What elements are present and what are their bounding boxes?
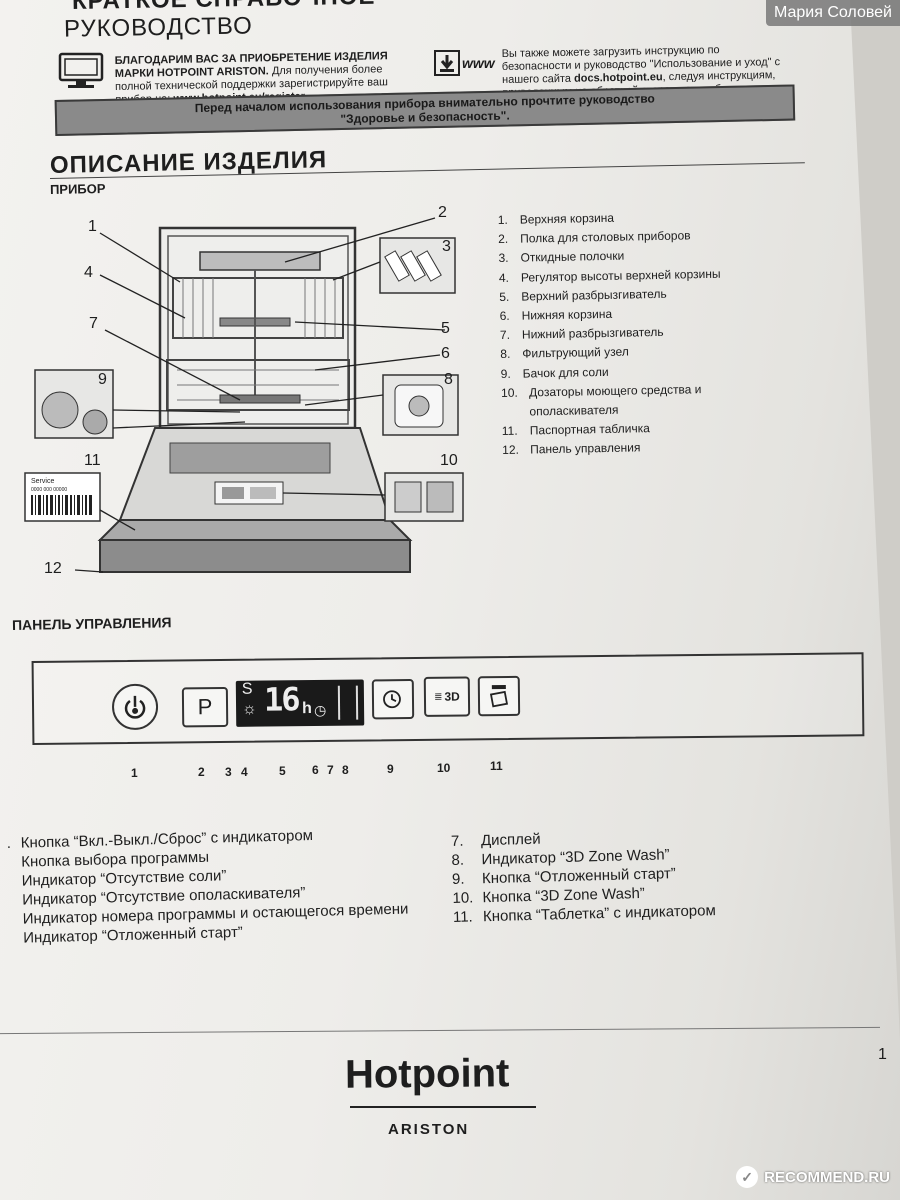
callout-2: 2 xyxy=(438,204,447,221)
panel-num-8: 8 xyxy=(342,763,349,777)
parts-list: 1.Верхняя корзина 2.Полка для столовых п… xyxy=(498,207,724,461)
panel-num-11: 11 xyxy=(490,759,503,773)
page-number: 1 xyxy=(878,1046,887,1063)
callout-11: 11 xyxy=(84,452,101,469)
control-panel-title: ПАНЕЛЬ УПРАВЛЕНИЯ xyxy=(11,614,172,633)
callout-3: 3 xyxy=(442,238,451,255)
recommend-logo-icon: ✓ xyxy=(736,1166,759,1188)
panel-num-6: 6 xyxy=(312,763,319,777)
callout-5: 5 xyxy=(441,320,450,337)
monitor-icon xyxy=(58,52,104,95)
zone-wash-icon: ≣ xyxy=(434,691,443,703)
callout-6: 6 xyxy=(441,345,450,362)
rating-plate-service: Service xyxy=(31,478,54,485)
salt-indicator: S xyxy=(241,680,253,698)
www-label: www xyxy=(462,55,495,71)
power-button[interactable] xyxy=(111,683,159,731)
panel-num-10: 10 xyxy=(437,761,451,775)
3d-zone-wash-button[interactable]: ≣ 3D xyxy=(423,676,471,717)
site-watermark: ✓ RECOMMEND.RU xyxy=(736,1166,890,1188)
brand-rule xyxy=(350,1106,536,1108)
panel-num-9: 9 xyxy=(387,762,394,776)
dishwasher-diagram: Service 0000 000 00000 xyxy=(15,200,485,590)
delay-start-button[interactable] xyxy=(371,679,415,720)
brand-logo: Hotpoint xyxy=(344,1051,510,1097)
panel-legend-right: 7.Дисплей 8.Индикатор “3D Zone Wash” 9.К… xyxy=(451,825,716,927)
callout-7: 7 xyxy=(89,315,98,332)
rating-plate-number: 0000 000 00000 xyxy=(31,487,67,493)
callout-8: 8 xyxy=(444,371,453,388)
panel-num-3: 3 xyxy=(225,765,232,779)
download-icon xyxy=(434,50,460,81)
callout-4: 4 xyxy=(84,264,93,281)
delay-indicator-icon: ◷ xyxy=(314,701,327,719)
callout-1: 1 xyxy=(88,218,97,235)
doc-title-line2: РУКОВОДСТВО xyxy=(63,12,254,43)
time-unit: h xyxy=(301,700,312,718)
clock-icon xyxy=(383,690,401,709)
panel-num-7: 7 xyxy=(327,763,334,777)
panel-legend-left: .Кнопка “Вкл.-Выкл./Сброс” с индикатором… xyxy=(7,824,410,948)
brand-sub: ARISTON xyxy=(388,1121,470,1138)
panel-num-5: 5 xyxy=(279,764,286,778)
callout-9: 9 xyxy=(98,371,107,388)
display: S ☼ 16 h ◷ xyxy=(235,679,365,727)
tablet-button[interactable] xyxy=(477,675,521,717)
rinse-aid-icon: ☼ xyxy=(241,700,257,718)
zone-wash-indicator xyxy=(337,685,359,720)
user-watermark: Мария Соловей xyxy=(765,0,900,26)
program-button[interactable]: P xyxy=(181,686,229,728)
panel-num-2: 2 xyxy=(198,765,205,779)
zone-wash-label: 3D xyxy=(444,689,460,704)
tablet-icon xyxy=(489,685,509,708)
power-icon xyxy=(124,695,146,719)
callout-10: 10 xyxy=(440,452,458,469)
program-time-digits: 16 xyxy=(263,680,299,719)
panel-num-4: 4 xyxy=(241,765,248,779)
panel-num-1: 1 xyxy=(131,766,138,780)
control-panel-diagram: P S ☼ 16 h ◷ ≣ 3D xyxy=(31,652,865,745)
appliance-subtitle: ПРИБОР xyxy=(49,181,106,197)
callout-12: 12 xyxy=(44,560,62,577)
